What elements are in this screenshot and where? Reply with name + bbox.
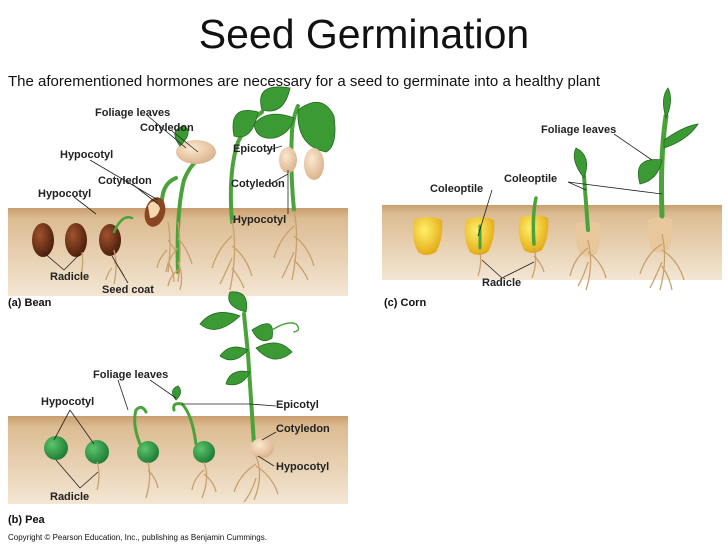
slide-title: Seed Germination (198, 11, 530, 57)
bean-label-foliage-leaves: Foliage leaves (95, 107, 170, 119)
bean-label-cotyledon-top: Cotyledon (140, 122, 194, 134)
corn-label-coleoptile-1: Coleoptile (430, 183, 483, 195)
pea-label-epicotyl: Epicotyl (276, 399, 319, 411)
corn-panel: Foliage leaves Coleoptile Coleoptile Rad… (382, 87, 722, 309)
bean-cotyledon-right (304, 148, 324, 180)
pea-seed-2 (85, 440, 109, 464)
bean-foliage-leaf-right (297, 102, 336, 153)
bean-seed-3 (99, 224, 121, 256)
pea-cotyledon (250, 438, 274, 458)
pea-label-hypocotyl-right: Hypocotyl (276, 461, 329, 473)
pea-soil (8, 416, 348, 504)
pea-label-foliage-leaves: Foliage leaves (93, 369, 168, 381)
bean-label-seed-coat: Seed coat (102, 284, 154, 296)
bean-label-cotyledon-mid: Cotyledon (98, 175, 152, 187)
copyright-notice: Copyright © Pearson Education, Inc., pub… (8, 533, 267, 542)
corn-panel-caption: (c) Corn (384, 297, 426, 309)
pea-foliage-leaf-1 (199, 312, 241, 330)
corn-foliage-leaf (637, 159, 663, 185)
bean-label-hypocotyl-right: Hypocotyl (233, 214, 286, 226)
bean-label-hypocotyl-1: Hypocotyl (60, 149, 113, 161)
pea-panel: Foliage leaves Hypocotyl Epicotyl Cotyle… (8, 291, 348, 526)
bean-seed-1 (32, 223, 54, 257)
bean-label-epicotyl: Epicotyl (233, 143, 276, 155)
bean-seed-2 (65, 223, 87, 257)
corn-kernel-1 (412, 217, 443, 255)
bean-foliage-leaf-left (232, 110, 259, 138)
corn-label-radicle: Radicle (482, 277, 521, 289)
bean-panel: Foliage leaves Cotyledon Hypocotyl Cotyl… (8, 86, 348, 309)
slide-subtitle: The aforementioned hormones are necessar… (8, 73, 601, 90)
pea-label-hypocotyl: Hypocotyl (41, 396, 94, 408)
corn-label-foliage-leaves: Foliage leaves (541, 124, 616, 136)
corn-label-coleoptile-2: Coleoptile (504, 173, 557, 185)
bean-panel-caption: (a) Bean (8, 297, 52, 309)
pea-panel-caption: (b) Pea (8, 514, 46, 526)
pea-label-cotyledon: Cotyledon (276, 423, 330, 435)
bean-label-hypocotyl-2: Hypocotyl (38, 188, 91, 200)
bean-label-radicle: Radicle (50, 271, 89, 283)
bean-label-cotyledon-right: Cotyledon (231, 178, 285, 190)
bean-cotyledon-top (176, 140, 216, 164)
pea-seed-1 (44, 436, 68, 460)
pea-label-radicle: Radicle (50, 491, 89, 503)
